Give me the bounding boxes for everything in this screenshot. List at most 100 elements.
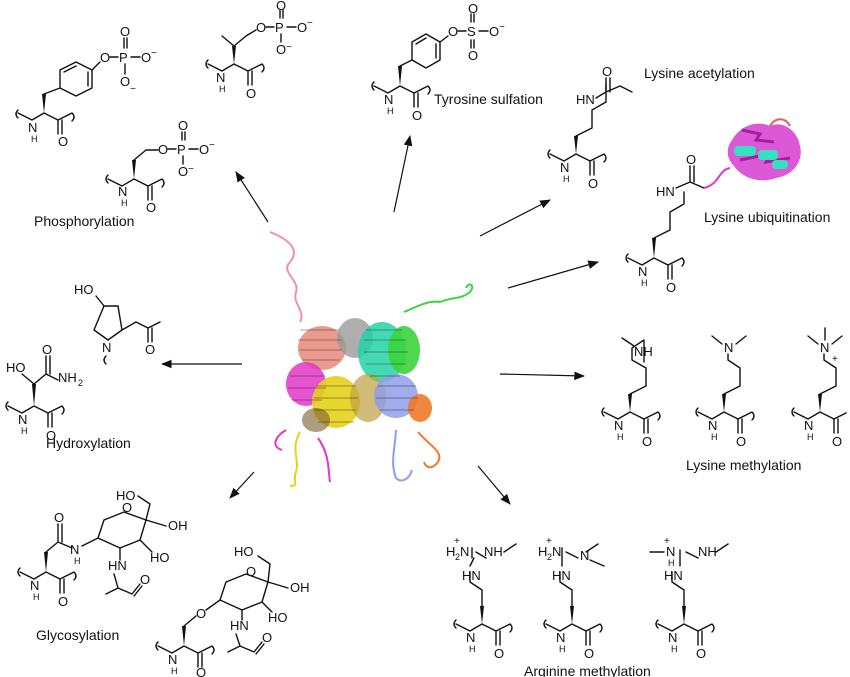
carbonyl-o-atom: O [642, 434, 652, 449]
ch2oh-ho-atom: HO [116, 488, 136, 503]
label-hydroxylation: Hydroxylation [46, 435, 131, 451]
acetyllysine-structure: N H O HN O [547, 64, 633, 191]
guanidino-n-atom: N [552, 544, 561, 559]
hydroxyasparagine-structure: N H O HO O NH 2 [5, 342, 83, 443]
sulfur-atom: S [467, 24, 476, 39]
amide-o-atom: O [42, 342, 52, 357]
charge-minus: − [209, 140, 215, 151]
amide-nh-atom: N [638, 264, 647, 279]
charge-plus: + [664, 536, 670, 547]
carbonyl-o-atom: O [584, 646, 594, 661]
phosphate-o-top: O [120, 24, 130, 39]
phosphate-o-top: O [276, 0, 286, 13]
arrow-to-lysine-acetylation [479, 199, 551, 237]
delta-nh-atom: HN [664, 568, 683, 583]
central-protein-structure [269, 231, 474, 487]
amide-nh-atom: N [28, 120, 37, 135]
amide-h-atom: H [671, 644, 678, 654]
hydroxyproline-structure: HO N O [74, 282, 161, 365]
amide-nh-atom: N [804, 418, 813, 433]
phosphotyrosine-structure: N H O O P O O − O − [15, 24, 157, 149]
ubiquitin-structure [727, 118, 801, 181]
phosphate-o-right: O [141, 50, 151, 65]
amide-h-atom: H [219, 84, 226, 94]
amide-h-atom: H [21, 426, 28, 436]
o-glycosylated-serine-structure: N H O O O HO OH HO HN O [155, 544, 310, 677]
hydroxyl-oh-atom: OH [290, 580, 310, 595]
arrow-to-tyrosine-sulfation [393, 134, 413, 213]
epsilon-n-atom: N [820, 340, 829, 355]
glycosidic-h-atom: H [74, 556, 81, 566]
amide-nh2-atom: NH [58, 370, 77, 385]
charge-plus: + [546, 536, 552, 547]
h2n-subscript: 2 [455, 552, 460, 562]
acetyl-o-atom: O [602, 64, 612, 79]
charge-plus: + [454, 536, 460, 547]
ring-n-atom: N [102, 340, 111, 355]
amide-h-atom: H [807, 432, 814, 442]
amide-nh-atom: N [556, 630, 565, 645]
amide-nh-atom: N [560, 160, 569, 175]
symmetric-dimethylarginine-structure: N H O HN + N H NH [649, 536, 729, 661]
isopeptide-o-atom: O [686, 152, 696, 167]
amide-h-atom: H [171, 666, 178, 676]
charge-minus: − [307, 18, 313, 29]
guanidino-nh-atom: NH [484, 544, 503, 559]
amide-h-atom: H [617, 432, 624, 442]
guanidino-n-atom: N [460, 544, 469, 559]
guanidino-n-atom: N [666, 544, 675, 559]
amide-h-atom: H [121, 198, 128, 208]
label-tyrosine-sulfation: Tyrosine sulfation [434, 91, 543, 107]
amide-nh-atom: N [216, 70, 225, 85]
arrow-to-arginine-methylation [477, 465, 511, 505]
amide-nh-atom: N [18, 412, 27, 427]
trimethyllysine-structure: N H O N + [791, 327, 847, 449]
phosphate-o-bottom: O [178, 164, 188, 179]
phosphate-o-bottom: O [120, 74, 130, 89]
dimethyllysine-structure: N H O N [695, 335, 755, 449]
asymmetric-dimethylarginine-structure: N H O HN H 2 N + N [538, 536, 605, 661]
carbonyl-o-atom: O [666, 280, 676, 295]
amide-nh-atom: N [30, 578, 39, 593]
carbonyl-o-atom: O [696, 646, 706, 661]
epsilon-nh-atom: NH [634, 344, 653, 359]
charge-minus: − [151, 48, 157, 59]
ch2oh-ho-atom: HO [234, 544, 254, 559]
phosphate-o-bottom: O [276, 42, 286, 57]
carbonyl-o-atom: O [494, 646, 504, 661]
ring-o-atom: O [246, 564, 256, 579]
carbonyl-o-atom: O [412, 108, 422, 123]
hydroxyl-ho-atom: HO [268, 610, 288, 625]
delta-nh-atom: HN [552, 568, 571, 583]
sulfate-o-bottom: O [468, 48, 478, 63]
amide-o-atom: O [54, 510, 64, 525]
ester-o-atom: O [256, 20, 266, 35]
phosphorus-atom: P [275, 20, 284, 35]
label-glycosylation: Glycosylation [36, 627, 119, 643]
arrow-to-lysine-methylation [499, 371, 586, 381]
amide-h-atom: H [711, 432, 718, 442]
amide-h-atom: H [563, 174, 570, 184]
delta-nh-atom: HN [462, 568, 481, 583]
charge-minus: − [130, 84, 136, 95]
glycosidic-o-atom: O [196, 606, 206, 621]
amide-h-atom: H [641, 278, 648, 288]
epsilon-nh-atom: HN [656, 184, 675, 199]
ring-o-atom: O [122, 500, 132, 515]
phosphothreonine-structure: N H O O P O O − O − [205, 0, 313, 101]
acetyl-o-atom: O [140, 572, 150, 587]
guanidino-nh-atom: NH [698, 544, 717, 559]
arrow-to-phosphorylation [235, 171, 269, 223]
phosphorus-atom: P [177, 142, 186, 157]
nacetyl-n-atom: HN [230, 618, 249, 633]
guanidino-h2n-atom: H [538, 544, 547, 559]
label-arginine-methylation: Arginine methylation [524, 663, 651, 677]
amide-h-atom: H [31, 134, 38, 144]
nacetyl-n-atom: HN [108, 558, 127, 573]
glycosidic-n-atom: N [70, 542, 79, 557]
charge-minus: − [188, 164, 194, 175]
sulfate-o-top: O [468, 1, 478, 16]
guanidino-h2n-atom: H [446, 544, 455, 559]
label-lysine-ubiquitination: Lysine ubiquitination [704, 209, 830, 225]
charge-plus: + [832, 354, 838, 365]
